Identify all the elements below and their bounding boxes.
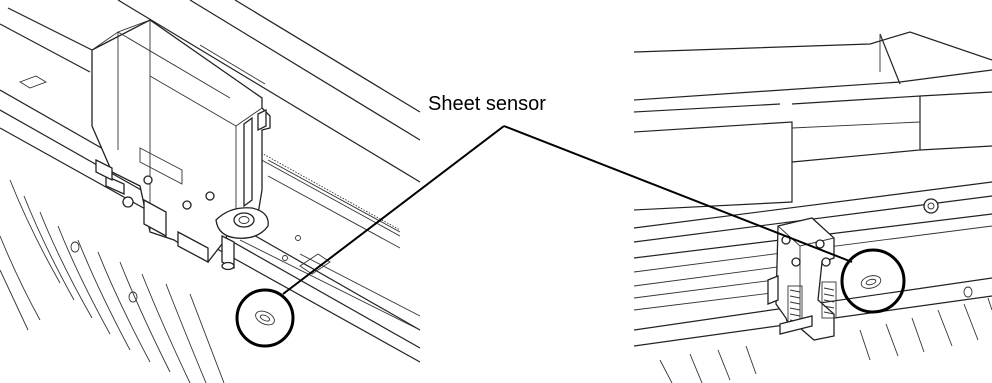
leader-line-left xyxy=(282,125,505,295)
leader-line-right xyxy=(503,125,853,263)
right-sheet-sensor xyxy=(860,275,882,289)
left-sheet-sensor xyxy=(255,310,275,326)
left-sensor-circle xyxy=(235,288,295,348)
right-sensor-circle xyxy=(840,248,906,314)
right-cutter-illustration xyxy=(633,31,992,383)
left-cutter-illustration xyxy=(0,0,421,383)
sheet-sensor-label: Sheet sensor xyxy=(428,93,546,115)
